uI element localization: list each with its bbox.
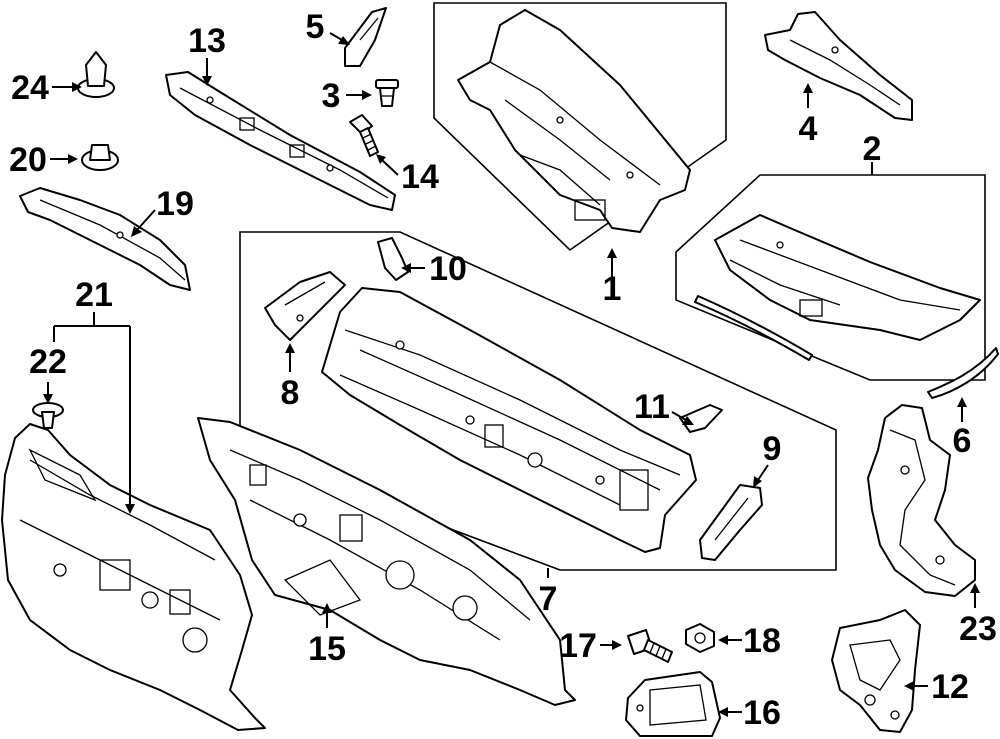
callout-14: 14 [401,158,439,196]
part-6-seal-strip [927,347,999,399]
callout-19: 19 [156,185,194,223]
callout-24: 24 [11,69,49,107]
part-4-cowl-side-bracket [764,11,913,121]
part-10-bracket [377,237,409,281]
callout-17: 17 [559,627,597,665]
callout-7: 7 [539,580,558,618]
callout-13: 13 [188,22,226,60]
callout-3: 3 [322,77,341,115]
callout-1: 1 [603,270,622,308]
part-20-nut [81,144,119,171]
part-16-bracket [625,671,721,737]
callout-9: 9 [763,430,782,468]
callout-15: 15 [308,630,346,668]
part-15-dash-insulator [197,417,576,706]
callout-4: 4 [799,110,818,148]
callout-18: 18 [743,622,781,660]
callout-labels: 1 2 3 4 5 6 7 8 9 10 11 12 13 14 15 16 1… [9,8,997,732]
callout-22: 22 [29,343,67,381]
part-17-bolt [627,629,673,663]
part-12-side-panel-bracket [831,609,921,733]
part-3-clip [375,79,399,107]
part-8-bracket-left [264,271,346,341]
part-13-cowl-reinforcement [165,71,396,211]
part-19-cowl-seal [19,187,191,291]
part-5-bracket [344,7,387,67]
callout-20: 20 [9,141,47,179]
callout-6: 6 [953,422,972,460]
callout-21: 21 [75,276,113,314]
callout-23: 23 [959,610,997,648]
part-21-dash-panel [1,423,266,731]
part-18-nut [685,623,715,653]
callout-2: 2 [863,130,882,168]
part-1-cowl-top-panel [457,9,691,233]
part-24-clip [77,51,115,98]
part-11-bracket [679,404,723,433]
callout-16: 16 [743,694,781,732]
part-23-side-insulator [867,404,976,597]
callout-12: 12 [931,668,969,706]
callout-10: 10 [429,250,467,288]
callout-11: 11 [634,388,670,426]
part-2-cowl-lower-panel [694,214,981,361]
group-box-2 [675,174,986,381]
callout-8: 8 [281,374,300,412]
part-14-bolt [349,114,379,157]
leader-lines [43,32,980,717]
part-22-clip [32,402,64,429]
callout-5: 5 [306,8,325,46]
part-9-bracket-right [699,484,763,561]
part-7-dash-panel-upper [321,287,697,553]
